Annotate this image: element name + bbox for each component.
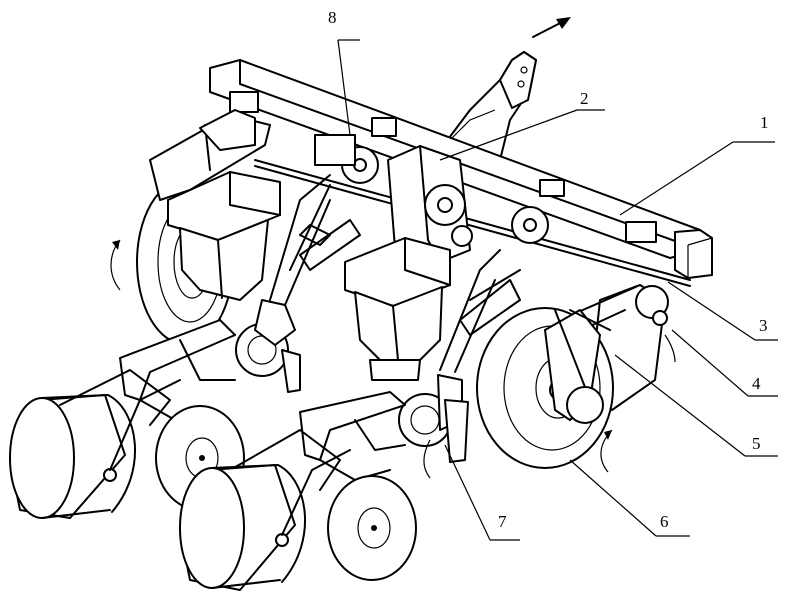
bearing-blocks bbox=[314, 134, 549, 247]
left-seed-hopper bbox=[167, 171, 281, 301]
left-frame-arms bbox=[149, 109, 271, 201]
part-number-labels: 1 2 3 4 5 6 7 8 bbox=[328, 8, 769, 531]
center-seed-meter bbox=[398, 249, 501, 463]
front-left-press-roller bbox=[9, 379, 181, 519]
part-label-1: 1 bbox=[760, 113, 769, 132]
leader-lines bbox=[337, 39, 778, 541]
center-gauge-wheel bbox=[327, 475, 417, 581]
right-wheel-arms bbox=[544, 309, 611, 424]
beam-clamps bbox=[229, 91, 657, 243]
drive-shaft bbox=[254, 159, 691, 287]
part-label-4: 4 bbox=[752, 374, 761, 393]
part-label-8: 8 bbox=[328, 8, 337, 27]
hitch-mast bbox=[439, 51, 537, 166]
center-seed-hopper bbox=[344, 237, 451, 381]
rotation-arcs bbox=[110, 239, 676, 479]
center-parallel-links bbox=[459, 269, 521, 336]
left-seed-meter bbox=[235, 174, 331, 393]
direction-arrow-icon bbox=[532, 17, 571, 38]
left-parallel-links bbox=[289, 184, 361, 271]
part-label-6: 6 bbox=[660, 512, 669, 531]
front-center-press-roller bbox=[179, 449, 351, 591]
part-label-7: 7 bbox=[498, 512, 507, 531]
part-label-2: 2 bbox=[580, 89, 589, 108]
part-label-3: 3 bbox=[759, 316, 768, 335]
part-label-5: 5 bbox=[752, 434, 761, 453]
